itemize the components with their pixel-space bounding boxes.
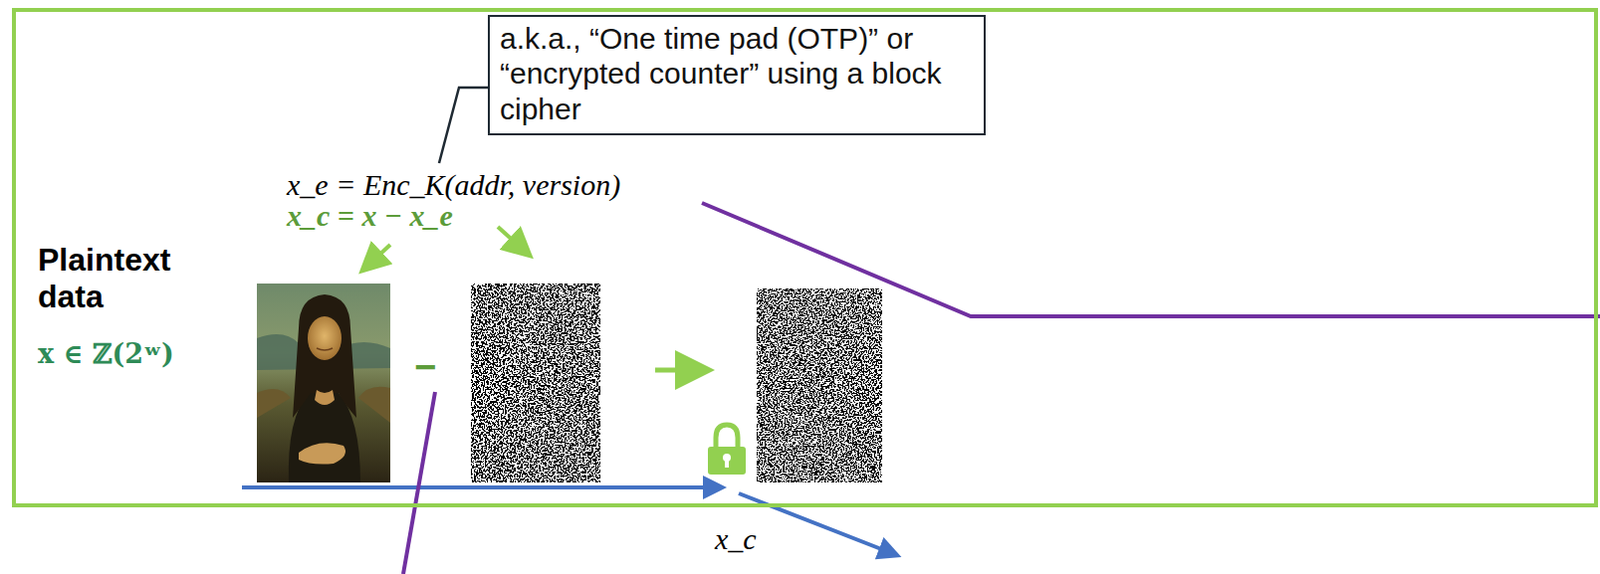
callout-text: a.k.a., “One time pad (OTP)” or “encrypt… — [499, 20, 974, 127]
pointer-arrow — [497, 227, 528, 254]
data-flow-arrow — [241, 485, 719, 490]
signal-label: x_c — [712, 521, 759, 558]
callout-box: a.k.a., “One time pad (OTP)” or “encrypt… — [487, 14, 986, 136]
formula: x_e = Enc_K(addr, version) — [286, 167, 621, 204]
ciphertext-noise-image — [756, 288, 883, 483]
pad-noise-image — [470, 283, 601, 483]
lock-icon — [707, 425, 746, 475]
callout-leader — [439, 87, 488, 164]
result-arrow — [655, 368, 705, 374]
pointer-arrow — [364, 244, 391, 269]
data-flow-arrow — [738, 493, 895, 555]
heading-label: Plaintext data — [37, 241, 228, 316]
formula: x_c = x − x_e — [286, 198, 454, 234]
leader-line — [403, 392, 436, 574]
operator-symbol: − — [414, 348, 437, 387]
region-frame: x_e = Enc_K(addr, version)x_c = x − x_eP… — [11, 7, 1599, 508]
mona-lisa-picture — [256, 283, 391, 483]
domain-label: x ∈ ℤ(2ʷ) — [37, 338, 175, 371]
leader-line — [701, 203, 1600, 317]
